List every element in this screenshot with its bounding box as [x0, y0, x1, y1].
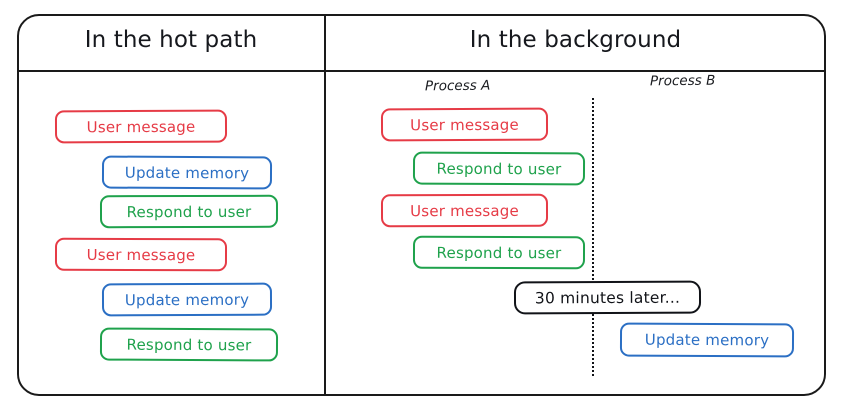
process-boundary-dotted-line: [592, 98, 594, 376]
right-process-a-respond-to-user-2: Respond to user: [412, 235, 586, 270]
right-process-b-update-memory: Update memory: [619, 322, 795, 358]
left-step-respond-to-user-1: Respond to user: [99, 194, 279, 229]
left-step-update-memory-1: Update memory: [101, 155, 273, 190]
header-divider: [18, 70, 826, 72]
left-step-user-message-1: User message: [54, 109, 228, 144]
page-title-background: In the background: [469, 27, 682, 53]
column-divider: [324, 15, 326, 396]
page-title-hot-path: In the hot path: [84, 27, 258, 53]
process-a-label: Process A: [424, 77, 491, 95]
process-b-label: Process B: [649, 72, 716, 90]
left-step-user-message-2: User message: [54, 237, 228, 272]
time-marker-30-minutes-later: 30 minutes later...: [513, 280, 702, 315]
outer-frame: [17, 14, 826, 396]
right-process-a-user-message-2: User message: [380, 193, 549, 228]
right-process-a-respond-to-user-1: Respond to user: [412, 151, 586, 186]
left-step-update-memory-2: Update memory: [101, 282, 273, 317]
left-step-respond-to-user-2: Respond to user: [99, 327, 279, 362]
right-process-a-user-message-1: User message: [380, 107, 549, 142]
